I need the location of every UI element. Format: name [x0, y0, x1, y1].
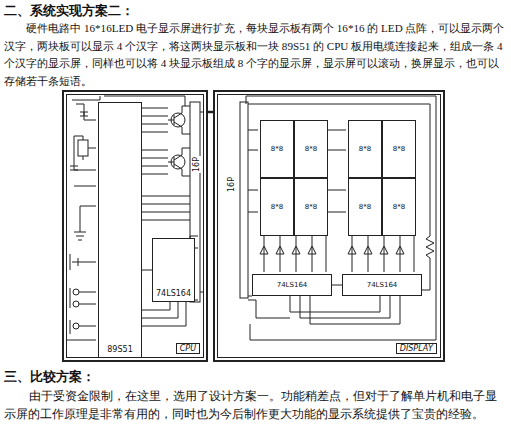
led-matrix-block: 8*8	[382, 178, 416, 236]
section-heading: 二、系统实现方案二：	[4, 2, 134, 20]
connector-label: 16P	[192, 156, 201, 173]
display-board-panel: DISPLAY 8*8 8*8 8*8 8*8 8*8 8*8 8*8 8*8 74LS164 74…	[213, 90, 445, 362]
node-label: 8*8	[271, 145, 283, 153]
wire-connector	[142, 270, 152, 271]
body-paragraph: 由于受资金限制，在这里，选用了设计方案一。功能稍差点，但对于了解单片机和电子显示…	[4, 387, 507, 423]
node-label: CPU	[176, 343, 200, 354]
wire-connector	[332, 285, 342, 286]
shift-register-chip: 74LS164	[252, 274, 332, 296]
microcontroller-chip: 89S51	[98, 102, 142, 358]
display-bus-wires	[240, 102, 430, 298]
node-label: 8*8	[393, 145, 405, 153]
led-matrix-block: 8*8	[348, 178, 382, 236]
shift-register-chip: 74LS164	[152, 238, 195, 302]
node-label: 8*8	[271, 203, 283, 211]
node-label: DISPLAY	[396, 343, 437, 354]
shift-register-chip: 74LS164	[342, 274, 422, 296]
section-heading: 三、比较方案：	[4, 368, 95, 386]
cpu-pin-wires	[140, 108, 198, 326]
led-matrix-block: 8*8	[294, 120, 328, 178]
connector-label: 16P	[227, 176, 236, 193]
led-matrix-block: 8*8	[294, 178, 328, 236]
cpu-peripheral-components	[64, 96, 100, 340]
led-matrix-block: 8*8	[260, 120, 294, 178]
body-paragraph: 硬件电路中 16*16LED 电子显示屏进行扩充，每块显示板有两个 16*16 …	[4, 20, 507, 90]
node-label: 8*8	[359, 203, 371, 211]
led-matrix-block: 8*8	[260, 178, 294, 236]
led-matrix-block: 8*8	[348, 120, 382, 178]
node-label: 74LS164	[277, 281, 308, 289]
node-label: 8*8	[393, 203, 405, 211]
resistor-symbol	[420, 230, 434, 290]
node-label: 74LS164	[156, 289, 191, 298]
cpu-board-panel: CPU 89S51 74LS164	[62, 90, 208, 362]
node-label: 8*8	[359, 145, 371, 153]
node-label: 8*8	[305, 203, 317, 211]
column-driver-symbols	[246, 96, 436, 340]
node-label: 74LS164	[367, 281, 398, 289]
node-label: 8*8	[305, 145, 317, 153]
node-label: 89S51	[107, 345, 132, 354]
cable-stubs	[200, 112, 206, 292]
led-matrix-block: 8*8	[382, 120, 416, 178]
